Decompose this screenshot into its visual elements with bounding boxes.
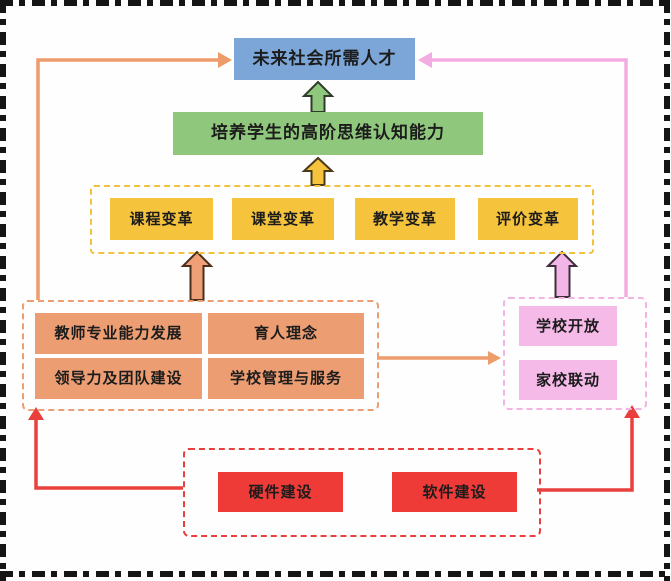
block-arrow-up-orange bbox=[180, 250, 214, 301]
arrow-pink-elbow-right bbox=[418, 52, 628, 297]
arrow-orange-elbow-left bbox=[36, 52, 232, 300]
node-higher-order-thinking: 培养学生的高阶思维认知能力 bbox=[173, 112, 483, 155]
node-leadership-team-building: 领导力及团队建设 bbox=[35, 358, 202, 399]
group-reforms bbox=[90, 185, 594, 254]
node-evaluation-reform: 评价变革 bbox=[478, 198, 578, 240]
frame-right-border bbox=[664, 0, 670, 581]
node-classroom-reform: 课堂变革 bbox=[232, 198, 334, 240]
node-education-philosophy: 育人理念 bbox=[208, 313, 364, 354]
block-arrow-up-pink bbox=[545, 250, 579, 298]
node-teaching-reform: 教学变革 bbox=[355, 198, 455, 240]
node-home-school-linkage: 家校联动 bbox=[519, 360, 617, 400]
node-curriculum-reform: 课程变革 bbox=[110, 198, 213, 240]
node-hardware-construction: 硬件建设 bbox=[218, 472, 343, 512]
node-school-management-service: 学校管理与服务 bbox=[208, 358, 364, 399]
arrow-red-elbow-left bbox=[28, 407, 183, 490]
node-software-construction: 软件建设 bbox=[392, 472, 517, 512]
block-arrow-up-yellow bbox=[301, 156, 335, 186]
frame-top-border bbox=[0, 0, 671, 6]
group-construction bbox=[183, 448, 541, 537]
frame-bottom-border bbox=[0, 571, 671, 577]
frame-left-border bbox=[0, 0, 6, 581]
block-arrow-up-green bbox=[301, 80, 335, 113]
node-future-talent: 未来社会所需人才 bbox=[234, 38, 415, 80]
node-teacher-professional-development: 教师专业能力发展 bbox=[35, 313, 202, 354]
node-school-opening: 学校开放 bbox=[519, 306, 617, 346]
group-school-openness bbox=[503, 297, 647, 410]
arrow-orange-horizontal bbox=[377, 351, 501, 365]
arrow-red-elbow-right bbox=[537, 405, 640, 492]
group-school-internal bbox=[22, 300, 379, 411]
